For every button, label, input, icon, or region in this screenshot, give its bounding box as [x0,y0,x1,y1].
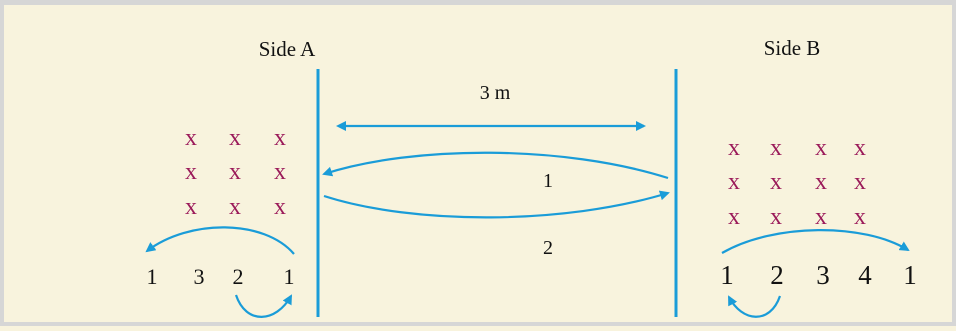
drill-diagram: Side A Side B 3 m 1 2 x x x x x x x x x … [145,36,917,318]
cross-mark: x [274,194,286,220]
cross-mark: x [185,125,197,151]
side-b-top-arc-arrow [721,229,910,254]
cross-mark: x [728,204,740,230]
cross-mark: x [770,169,782,195]
side-b-crosses: x x x x x x x x x x x x [728,135,866,230]
lower-path-arrow [323,190,670,219]
side-a-bottom-arc-arrow [234,294,292,318]
upper-path-arrow [322,151,669,180]
order-number: 3 [194,264,205,289]
side-a-numbers: 1 3 2 1 [147,264,295,289]
order-number: 1 [147,264,158,289]
cross-mark: x [854,204,866,230]
side-a-title: Side A [259,37,316,61]
side-b-numbers: 1 2 3 4 1 [720,260,917,290]
cross-mark: x [854,169,866,195]
cross-mark: x [229,194,241,220]
cross-mark: x [185,159,197,185]
order-number: 1 [284,264,295,289]
order-number: 3 [816,260,830,290]
cross-mark: x [770,135,782,161]
cross-mark: x [185,194,197,220]
cross-mark: x [274,125,286,151]
cross-mark: x [815,169,827,195]
cross-mark: x [229,159,241,185]
cross-mark: x [274,159,286,185]
distance-label: 3 m [480,82,511,104]
order-number: 2 [770,260,784,290]
order-number: 2 [233,264,244,289]
order-number: 1 [720,260,734,290]
side-a-top-arc-arrow [145,226,295,255]
cross-mark: x [229,125,241,151]
cross-mark: x [854,135,866,161]
cross-mark: x [770,204,782,230]
cross-mark: x [728,135,740,161]
cross-mark: x [815,204,827,230]
order-number: 4 [858,260,872,290]
order-number: 1 [903,260,917,290]
lower-path-label: 2 [543,237,553,259]
cross-mark: x [728,169,740,195]
cross-mark: x [815,135,827,161]
side-b-bottom-arc-arrow [728,295,782,318]
side-b-title: Side B [764,36,821,60]
side-a-crosses: x x x x x x x x x [185,125,286,220]
upper-path-label: 1 [543,170,553,192]
